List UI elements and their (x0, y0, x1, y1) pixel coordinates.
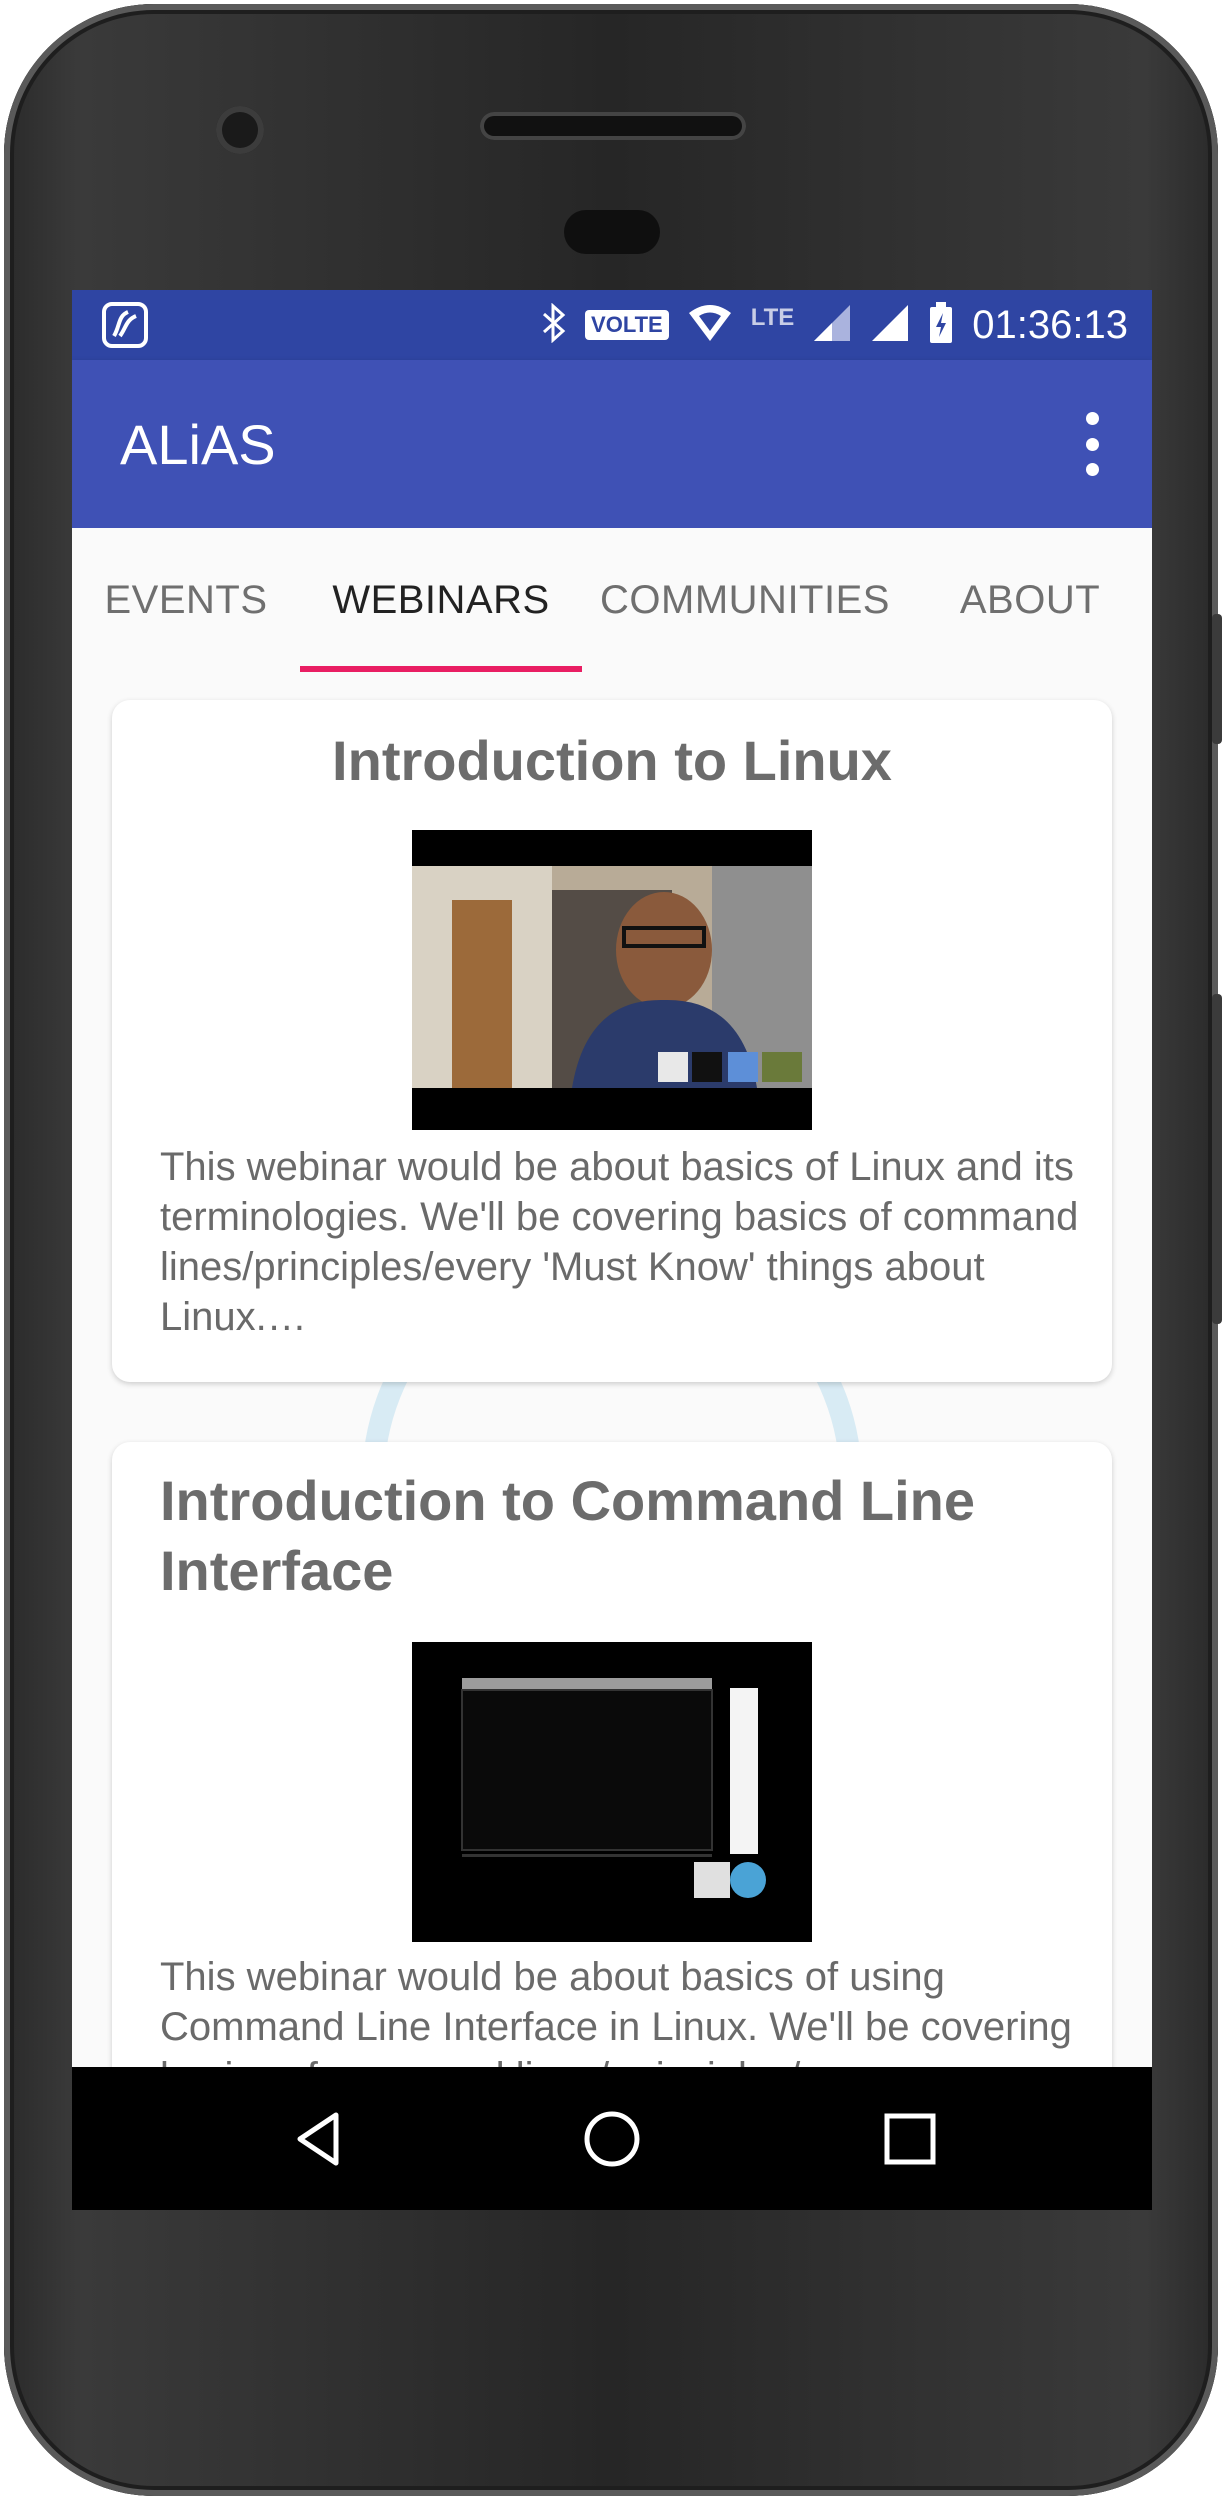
signal-icon (870, 303, 910, 348)
app-bar: ALiAS (72, 360, 1152, 528)
webinar-description: This webinar would be about basics of Li… (160, 1145, 1079, 1339)
volume-button (1212, 994, 1222, 1324)
back-icon[interactable] (260, 2067, 380, 2210)
webinar-thumbnail[interactable] (412, 1642, 812, 1942)
tab-indicator (300, 666, 582, 672)
tab-webinars[interactable]: WEBINARS (332, 577, 550, 622)
webinar-title: Introduction to Command Line Interface (160, 1469, 976, 1602)
battery-charging-icon (928, 301, 954, 350)
recents-icon[interactable] (850, 2067, 970, 2210)
webinar-list[interactable]: Introduction to Linux (72, 672, 1152, 2210)
status-bar: VOLTE LTE 01:36:13 (72, 290, 1152, 360)
webinar-card[interactable]: Introduction to Linux (112, 700, 1112, 1382)
navigation-bar (72, 2067, 1152, 2210)
bluetooth-icon (541, 302, 567, 348)
volte-badge: VOLTE (585, 310, 669, 340)
earpiece-speaker (480, 112, 746, 140)
tab-about[interactable]: ABOUT (959, 577, 1101, 622)
network-type: LTE (750, 304, 795, 331)
app-title: ALiAS (120, 413, 276, 476)
power-button (1212, 614, 1222, 744)
webinar-thumbnail[interactable] (412, 830, 812, 1130)
status-time: 01:36:13 (972, 302, 1128, 347)
wifi-icon (687, 303, 733, 348)
tab-events[interactable]: EVENTS (104, 577, 268, 622)
screen: VOLTE LTE 01:36:13 ALiAS (72, 290, 1152, 2210)
phone-frame: VOLTE LTE 01:36:13 ALiAS (4, 4, 1222, 2496)
proximity-sensor (564, 210, 660, 254)
home-icon[interactable] (552, 2067, 672, 2210)
signal-icon (812, 303, 852, 348)
app-icon (102, 302, 148, 348)
tab-bar: EVENTS WEBINARS COMMUNITIES ABOUT (72, 528, 1152, 672)
webinar-title: Introduction to Linux (332, 729, 892, 792)
tab-communities[interactable]: COMMUNITIES (600, 577, 890, 622)
overflow-menu-icon[interactable] (1084, 412, 1100, 476)
front-camera (216, 106, 264, 154)
